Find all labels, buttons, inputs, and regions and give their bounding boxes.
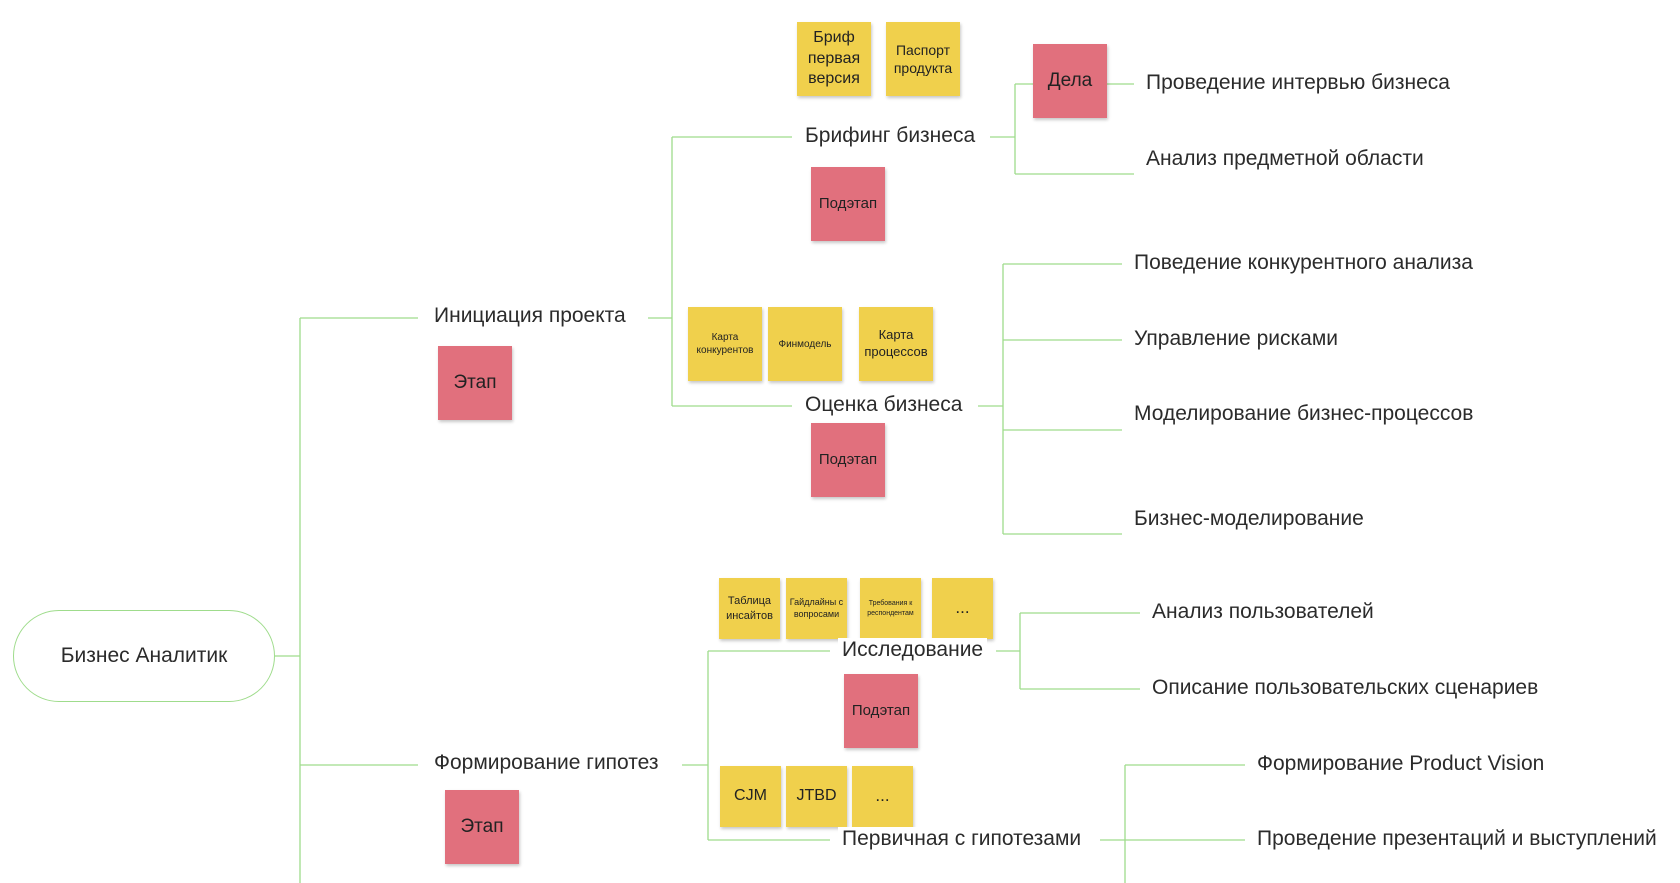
substage-tag-sticky: Подэтап	[811, 167, 885, 241]
action-node[interactable]: Бизнес-моделирование	[1130, 507, 1368, 531]
deliverable-sticky: Паспорт продукта	[886, 22, 960, 96]
deliverable-sticky: Гайдлайны с вопросами	[786, 578, 847, 639]
deliverable-sticky: ...	[852, 766, 913, 827]
action-node[interactable]: Поведение конкурентного анализа	[1130, 251, 1477, 275]
action-node[interactable]: Проведение презентаций и выступлений	[1253, 827, 1661, 851]
stage-node-initiation[interactable]: Инициация проекта	[430, 304, 630, 328]
stage-tag-sticky: Этап	[438, 346, 512, 420]
substage-tag-sticky: Подэтап	[811, 423, 885, 497]
actions-tag-sticky: Дела	[1033, 44, 1107, 118]
substage-node-research[interactable]: Исследование	[838, 638, 988, 662]
root-label: Бизнес Аналитик	[60, 644, 228, 667]
action-node[interactable]: Проведение интервью бизнеса	[1142, 71, 1454, 95]
deliverable-sticky: JTBD	[786, 766, 847, 827]
deliverable-sticky: CJM	[720, 766, 781, 827]
substage-node-assessment[interactable]: Оценка бизнеса	[801, 393, 967, 417]
deliverable-sticky: Карта конкурентов	[688, 307, 762, 381]
deliverable-sticky: Таблица инсайтов	[719, 578, 780, 639]
deliverable-sticky: Требования к респондентам	[860, 578, 921, 639]
deliverable-sticky: Бриф первая версия	[797, 22, 871, 96]
action-node[interactable]: Формирование Product Vision	[1253, 752, 1549, 776]
stage-tag-sticky: Этап	[445, 790, 519, 864]
stage-node-hypotheses[interactable]: Формирование гипотез	[430, 751, 663, 775]
substage-tag-sticky: Подэтап	[844, 674, 918, 748]
action-node[interactable]: Описание пользовательских сценариев	[1148, 676, 1543, 700]
action-node[interactable]: Анализ предметной области	[1142, 147, 1428, 171]
action-node[interactable]: Анализ пользователей	[1148, 600, 1378, 624]
root-node[interactable]: Бизнес Аналитик	[13, 610, 275, 702]
deliverable-sticky: Карта процессов	[859, 307, 933, 381]
action-node[interactable]: Моделирование бизнес-процессов	[1130, 402, 1478, 426]
action-node[interactable]: Управление рисками	[1130, 327, 1342, 351]
substage-node-hypotheses[interactable]: Первичная с гипотезами	[838, 827, 1086, 851]
substage-node-briefing[interactable]: Брифинг бизнеса	[801, 124, 980, 148]
deliverable-sticky: Финмодель	[768, 307, 842, 381]
deliverable-sticky: ...	[932, 578, 993, 639]
